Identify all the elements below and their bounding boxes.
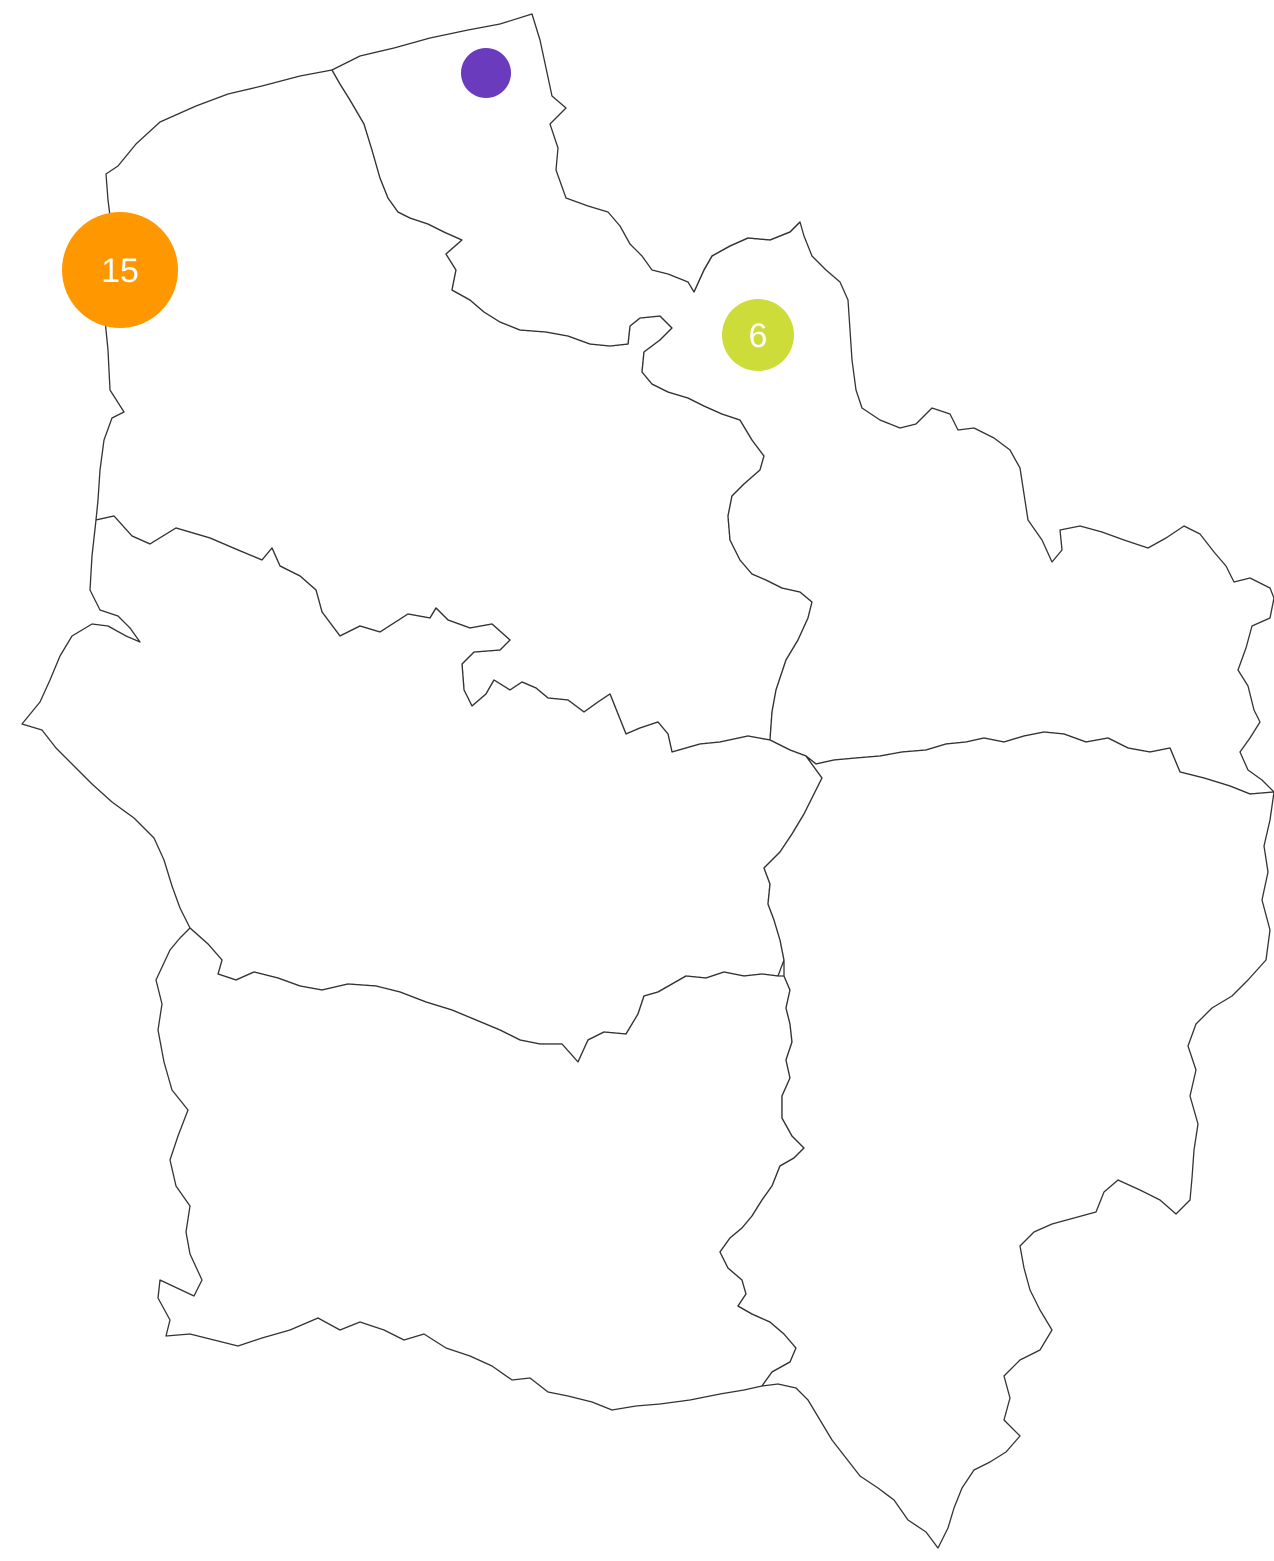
- region-northeast[interactable]: [693, 221, 801, 293]
- cluster-marker-top-circle[interactable]: [461, 48, 511, 98]
- cluster-marker-15[interactable]: 15: [62, 212, 178, 328]
- cluster-marker-15-circle[interactable]: [62, 212, 178, 328]
- cluster-marker-15-label: 15: [101, 252, 139, 290]
- cluster-marker-6-circle[interactable]: [722, 299, 794, 371]
- cluster-marker-top[interactable]: [461, 48, 511, 98]
- cluster-marker-6[interactable]: 6: [722, 299, 794, 371]
- region-southeast[interactable]: [719, 731, 1274, 1549]
- cluster-marker-6-label: 6: [749, 317, 768, 355]
